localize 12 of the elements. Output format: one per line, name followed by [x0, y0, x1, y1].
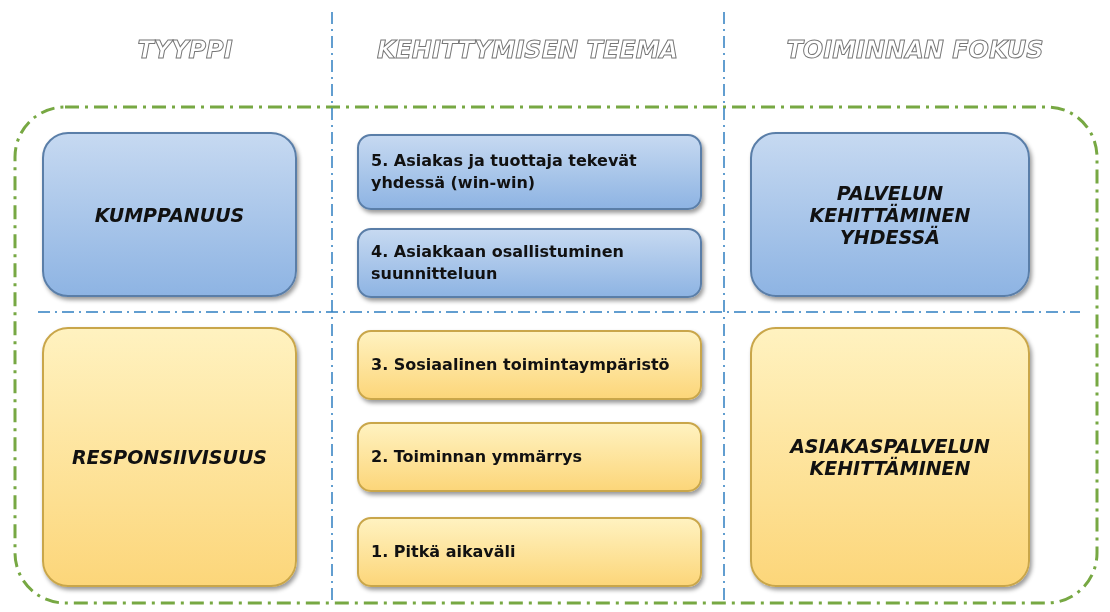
column-header: TYYPPI: [136, 36, 234, 64]
theme-box: 4. Asiakkaan osallistuminen suunnitteluun: [357, 228, 702, 298]
theme-box: 5. Asiakas ja tuottaja tekevät yhdessä (win-win): [357, 134, 702, 210]
category-box: KUMPPANUUS: [42, 132, 297, 297]
category-box: RESPONSIIVISUUS: [42, 327, 297, 587]
column-header: KEHITTYMISEN TEEMA: [375, 36, 680, 64]
theme-box: 3. Sosiaalinen toimintaympäristö: [357, 330, 702, 400]
theme-box: 2. Toiminnan ymmärrys: [357, 422, 702, 492]
category-box: PALVELUN KEHITTÄMINEN YHDESSÄ: [750, 132, 1030, 297]
column-header: TOIMINNAN FOKUS: [785, 36, 1045, 64]
category-box: ASIAKASPALVELUN KEHITTÄMINEN: [750, 327, 1030, 587]
theme-box: 1. Pitkä aikaväli: [357, 517, 702, 587]
